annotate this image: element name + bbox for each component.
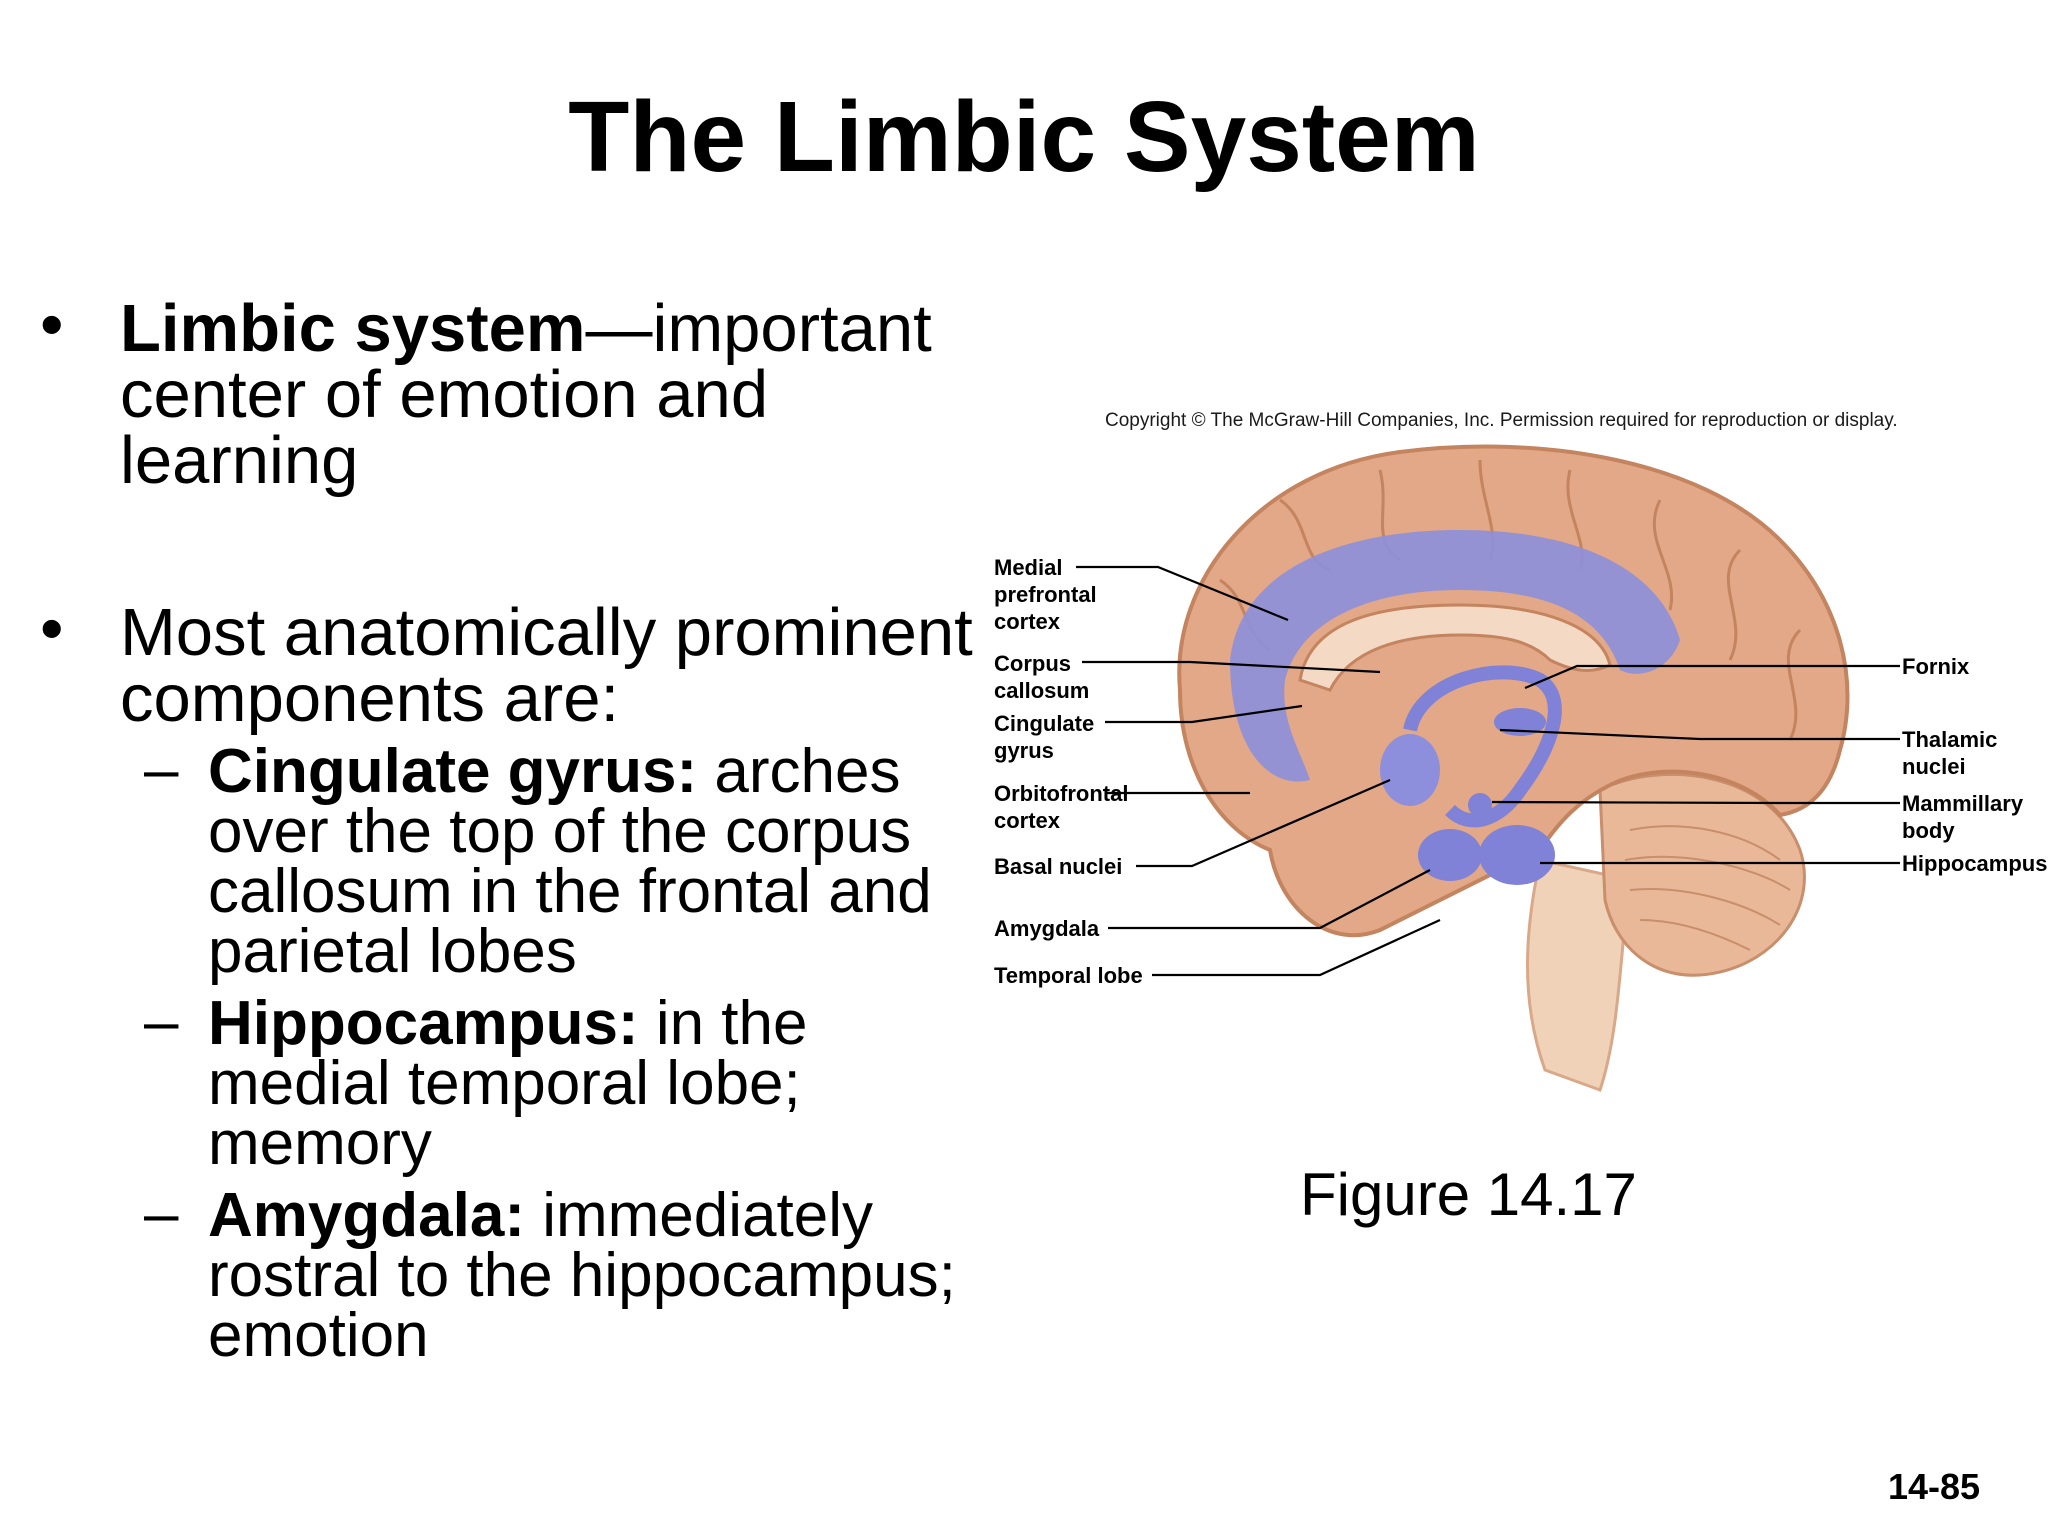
slide-number: 14-85 (1888, 1466, 1981, 1507)
amygdala (1418, 829, 1482, 881)
thalamic-nuclei (1494, 708, 1546, 736)
label-text: Thalamic nuclei (1902, 727, 1998, 779)
sub-bullet-dash: – (144, 987, 179, 1056)
figure-caption: Figure 14.17 (1300, 1161, 1637, 1228)
corpus-callosum (1298, 603, 1612, 692)
cerebellum (1598, 773, 1806, 977)
sub-bullet-dash: – (144, 1179, 179, 1248)
label-fornix: Fornix (1902, 654, 1970, 679)
sub-bullet-text: immediately rostral to the hippocampus; … (208, 1181, 956, 1370)
bullet-dot: • (40, 287, 64, 362)
label-text: Mammillary body (1902, 791, 2024, 843)
sub-bullet-text: arches over the top of the corpus callos… (208, 737, 932, 986)
bullet-list: • Limbic system—important center of emot… (40, 291, 1000, 1378)
label-text: Cingulate gyrus (994, 711, 1095, 763)
label-basal-nuclei: Basal nuclei (994, 854, 1123, 879)
hippocampus (1479, 825, 1555, 885)
sub-bullet-term: Amygdala: (208, 1181, 525, 1250)
sub-bullet-amygdala: – Amygdala: immediately rostral to the h… (40, 1179, 1000, 1367)
bullet-text: —important center of emotion and learnin… (120, 291, 932, 498)
slide-title: The Limbic System (568, 81, 1480, 193)
sub-bullet-term: Hippocampus: (208, 989, 639, 1058)
label-mammillary-body: Mammillary body (1902, 790, 2032, 844)
bullet-term: Limbic system (120, 291, 586, 366)
label-hippocampus: Hippocampus (1902, 851, 2048, 876)
fornix (1403, 665, 1562, 828)
label-medial-prefrontal-cortex: Medial prefrontal cortex (994, 554, 1114, 635)
cerebellum-folia (1624, 825, 1791, 951)
bullet-text: Most anatomically prominent components a… (120, 595, 973, 736)
sub-bullet-hippocampus: – Hippocampus: in the medial temporal lo… (40, 987, 1000, 1175)
sub-bullet-list: – Cingulate gyrus: arches over the top o… (120, 739, 1000, 1367)
leader-lines (1076, 565, 1900, 977)
sub-bullet-term: Cingulate gyrus: (208, 737, 698, 806)
label-text: Medial prefrontal cortex (994, 555, 1097, 634)
label-orbitofrontal-cortex: Orbitofrontal cortex (994, 780, 1134, 834)
bullet-components: • Most anatomically prominent components… (40, 595, 1000, 1367)
basal-nuclei (1380, 734, 1440, 806)
label-corpus-callosum: Corpus callosum (994, 650, 1104, 704)
label-text: Corpus callosum (994, 651, 1090, 703)
limbic-system-figure: Medial prefrontal cortex Corpus callosum… (980, 430, 2048, 1110)
mammillary-body (1468, 793, 1492, 817)
label-text: Orbitofrontal cortex (994, 781, 1129, 833)
label-cingulate-gyrus: Cingulate gyrus (994, 710, 1104, 764)
limbic-band (1230, 530, 1680, 782)
label-thalamic-nuclei: Thalamic nuclei (1902, 726, 2012, 780)
bullet-dot: • (40, 591, 64, 666)
sub-bullet-text: in the medial temporal lobe; memory (208, 989, 808, 1178)
brain-illustration (1076, 444, 1900, 1092)
bullet-limbic-system: • Limbic system—important center of emot… (40, 291, 1000, 494)
label-temporal-lobe: Temporal lobe (994, 963, 1143, 988)
label-amygdala: Amygdala (994, 916, 1100, 941)
sub-bullet-cingulate-gyrus: – Cingulate gyrus: arches over the top o… (40, 735, 1000, 983)
sub-bullet-dash: – (144, 735, 179, 804)
copyright-notice: Copyright © The McGraw-Hill Companies, I… (1105, 410, 1898, 431)
